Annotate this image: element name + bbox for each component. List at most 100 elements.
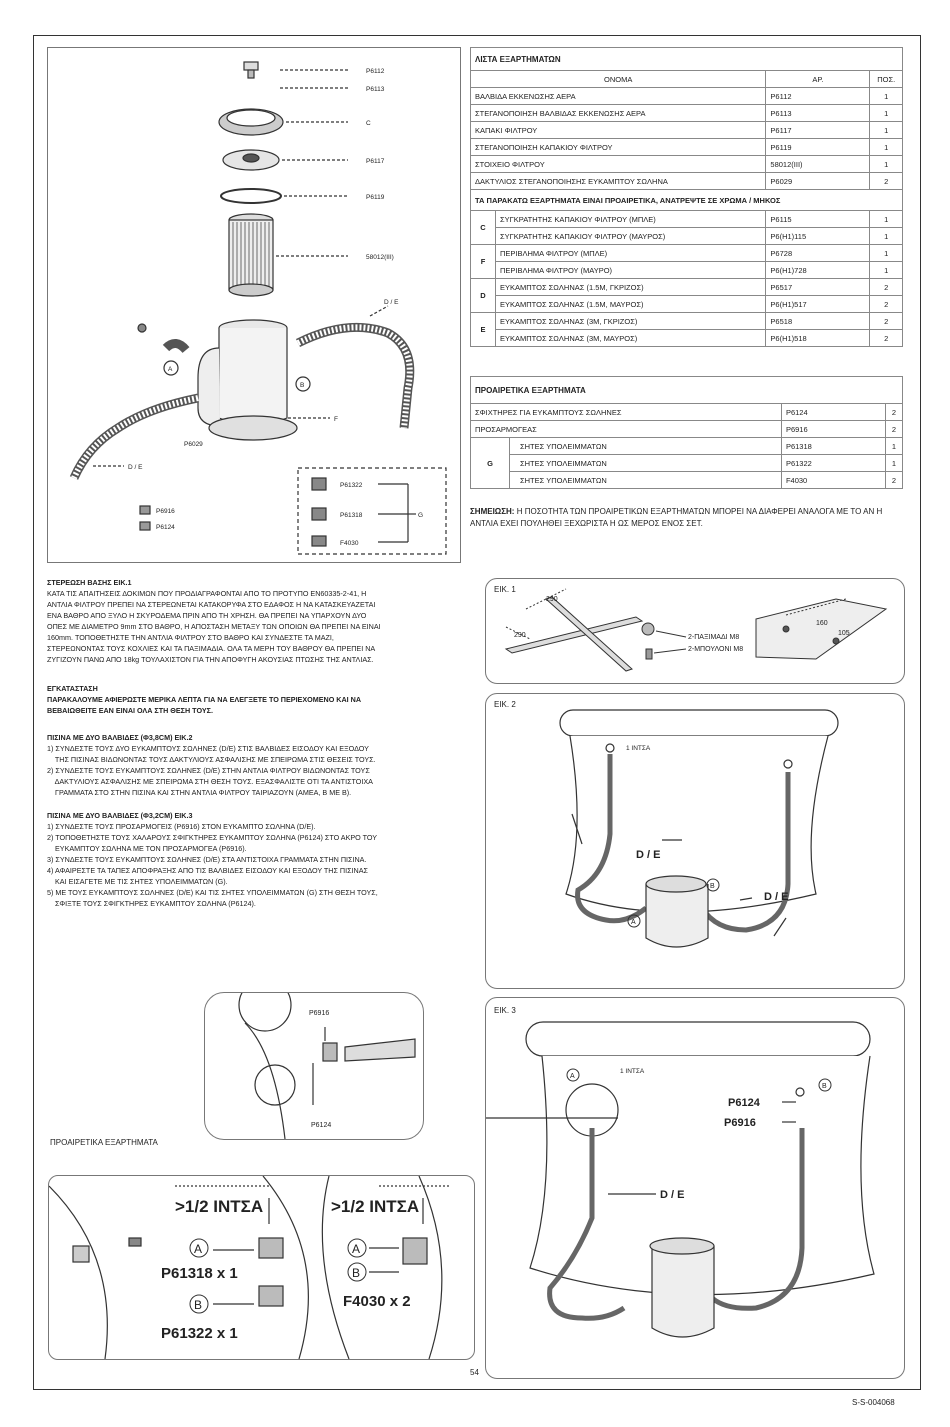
strainer-a-left: A	[194, 1242, 202, 1256]
base-line: ΚΑΤΑ ΤΙΣ ΑΠΑΙΤΗΣΕΙΣ ΔΟΚΙΜΩΝ ΠΟΥ ΠΡΟΔΙΑΓΡ…	[47, 589, 367, 598]
label-a-exploded: A	[168, 366, 173, 373]
label-de-left: D / E	[128, 464, 143, 471]
base-line: ΑΝΤΛΙΑ ΦΙΛΤΡΟΥ ΠΡΕΠΕΙ ΝΑ ΣΤΕΡΕΩΝΕΤΑΙ ΚΑΤ…	[47, 600, 376, 609]
fig3-a: A	[570, 1073, 575, 1080]
strainer-b-left: B	[194, 1298, 202, 1312]
fig2-drawing: 1 ΙΝΤΣΑ D / E D / E A B	[559, 709, 839, 948]
strainer-p61322: P61322 x 1	[161, 1325, 238, 1342]
table-row: ΔΑΚΤΥΛΙΟΣ ΣΤΕΓΑΝΟΠΟΙΗΣΗΣ ΕΥΚΑΜΠΤΟΥ ΣΩΛΗΝ…	[469, 172, 903, 190]
pool38-line: ΔΑΚΤΥΛΙΟΥΣ ΑΣΦΑΛΙΣΗΣ ΜΕ ΣΠΕΙΡΩΜΑ ΣΤΗ ΘΕΣ…	[47, 777, 373, 786]
label-g: G	[418, 512, 423, 519]
base-title: ΣΤΕΡΕΩΣΗ ΒΑΣΗΣ ΕΙΚ.1	[47, 578, 132, 587]
label-de-right: D / E	[384, 299, 399, 306]
col-no-header: ΑΡ.	[765, 70, 871, 88]
pool32-line: 5) ΜΕ ΤΟΥΣ ΕΥΚΑΜΠΤΟΥΣ ΣΩΛΗΝΕΣ (D/E) ΚΑΙ …	[47, 888, 378, 897]
fig1-bolts: 2-ΜΠΟΥΛΟΝΙ M8	[688, 646, 743, 653]
col-name-header: ΟΝΟΜΑ	[469, 70, 767, 88]
fig3-p6916: P6916	[724, 1117, 756, 1129]
label-p6029: P6029	[184, 441, 203, 448]
pool38-line: ΓΡΑΜΜΑΤΑ ΣΤΟ ΣΤΗΝ ΠΙΣΙΝΑ ΚΑΙ ΣΤΗΝ ΑΝΤΛΙΑ…	[47, 788, 352, 797]
optional-parts-title: ΠΡΟΑΙΡΕΤΙΚΑ ΕΞΑΡΤΗΜΑΤΑ	[470, 376, 903, 404]
base-line: ΕΝΑ ΒΑΘΡΟ ΑΠΟ ΞΥΛΟ Η ΣΚΥΡΟΔΕΜΑ ΠΡΙΝ ΑΠΟ …	[47, 611, 367, 620]
fig3-b: B	[822, 1083, 827, 1090]
fig3-drawing: 1 ΙΝΤΣΑ P6124 P6916 D / E A B	[486, 1021, 875, 1338]
fig1-dim-290a: 290	[546, 596, 558, 603]
pool38-line: 2) ΣΥΝΔΕΣΤΕ ΤΟΥΣ ΕΥΚΑΜΠΤΟΥΣ ΣΩΛΗΝΕΣ (D/E…	[47, 766, 370, 775]
fig1-nuts: 2-ΠΑΞΙΜΑΔΙ M8	[688, 634, 739, 641]
pool32-line: 3) ΣΥΝΔΕΣΤΕ ΤΟΥΣ ΕΥΚΑΜΠΤΟΥΣ ΣΩΛΗΝΕΣ (D/E…	[47, 855, 367, 864]
base-line: ΟΠΕΣ ΜΕ ΔΙΑΜΕΤΡΟ 9mm ΣΤΟ ΒΑΘΡΟ, Η ΑΠΟΣΤΑ…	[47, 622, 381, 631]
pool32-line: 4) ΑΦΑΙΡΕΣΤΕ ΤΑ ΤΑΠΕΣ ΑΠΟΦΡΑΞΗΣ ΑΠΟ ΤΙΣ …	[47, 866, 368, 875]
fig1-dim-160: 160	[816, 620, 828, 627]
label-f: F	[334, 416, 338, 423]
exploded-view-panel: P6112 P6113 C P6117 P6119 58012(III) D /…	[47, 47, 461, 563]
instructions: ΣΤΕΡΕΩΣΗ ΒΑΣΗΣ ΕΙΚ.1 ΚΑΤΑ ΤΙΣ ΑΠΑΙΤΗΣΕΙΣ…	[47, 577, 477, 909]
pool38-line: 1) ΣΥΝΔΕΣΤΕ ΤΟΥΣ ΔΥΟ ΕΥΚΑΜΠΤΟΥΣ ΣΩΛΗΝΕΣ …	[47, 744, 369, 753]
fig3-inch: 1 ΙΝΤΣΑ	[620, 1068, 645, 1075]
optional-accessories-title: ΠΡΟΑΙΡΕΤΙΚΑ ΕΞΑΡΤΗΜΑΤΑ	[50, 1138, 158, 1147]
detail-panel: P6916 P6124	[204, 978, 424, 1140]
label-p6119: P6119	[366, 194, 385, 201]
label-filter: 58012(III)	[366, 254, 394, 261]
base-line: 160mm. ΤΟΠΟΘΕΤΗΣΤΕ ΤΗΝ ΑΝΤΛΙΑ ΦΙΛΤΡΟΥ ΣΤ…	[47, 633, 334, 642]
fig3-p6124: P6124	[728, 1097, 761, 1109]
install-line: ΒΕΒΑΙΩΘΕΙΤΕ ΕΑΝ ΕΙΝΑΙ ΟΛΑ ΣΤΗ ΘΕΣΗ ΤΟΥΣ.	[47, 706, 213, 715]
fig2-b: B	[710, 883, 715, 890]
note-block: ΣΗΜΕΙΩΣΗ: Η ΠΟΣΟΤΗΤΑ ΤΩΝ ΠΡΟΑΙΡΕΤΙΚΩΝ ΕΞ…	[470, 506, 910, 530]
strainer-halfinch-right: >1/2 ΙΝΤΣΑ	[331, 1197, 419, 1216]
fig1-dim-105: 105	[838, 630, 850, 637]
strainer-a-right: A	[352, 1242, 360, 1256]
pool32-line: 2) ΤΟΠΟΘΕΤΗΣΤΕ ΤΟΥΣ ΧΑΛΑΡΟΥΣ ΣΦΙΓΚΤΗΡΕΣ …	[47, 833, 378, 842]
fig3-de: D / E	[660, 1189, 684, 1201]
doc-code: S-S-004068	[852, 1398, 895, 1407]
pool38-title: ΠΙΣΙΝΑ ΜΕ ΔΥΟ ΒΑΛΒΙΔΕΣ (Φ3,8CM) ΕΙΚ.2	[47, 733, 193, 742]
fig1-dim-290b: 290	[514, 632, 526, 639]
fig2-inch: 1 ΙΝΤΣΑ	[626, 745, 651, 752]
fig2-a: A	[631, 919, 636, 926]
strainers-panel: >1/2 ΙΝΤΣΑ >1/2 ΙΝΤΣΑ A P61318 x 1 B P61…	[48, 1175, 475, 1360]
base-line: ΣΤΕΡΕΩΝΟΝΤΑΣ ΤΟΥΣ ΚΟΧΛΙΕΣ ΚΑΙ ΤΑ ΠΑΞΙΜΑΔ…	[47, 644, 376, 653]
fig1-drawing: 290 290 160 105 2-ΠΑΞΙΜΑΔΙ M8 2-ΜΠΟΥΛΟΝΙ…	[504, 588, 888, 672]
fig2-panel: ΕΙΚ. 2 1 ΙΝΤΣΑ D / E D / E A B	[485, 693, 905, 989]
label-p61318: P61318	[340, 512, 363, 519]
pool32-line: 1) ΣΥΝΔΕΣΤΕ ΤΟΥΣ ΠΡΟΣΑΡΜΟΓΕΙΣ (P6916) ΣΤ…	[47, 822, 316, 831]
fig3-label: ΕΙΚ. 3	[494, 1006, 516, 1015]
strainer-halfinch-left: >1/2 ΙΝΤΣΑ	[175, 1197, 263, 1216]
exploded-view-drawing: P6112 P6113 C P6117 P6119 58012(III) D /…	[69, 61, 447, 555]
fig1-panel: ΕΙΚ. 1 290 290 160 105 2-ΠΑΞΙΜΑΔΙ M8 2-Μ…	[485, 578, 905, 684]
detail-p6124: P6124	[311, 1122, 331, 1129]
pool32-line: ΕΥΚΑΜΠΤΟΥ ΣΩΛΗΝΑ ΜΕ ΤΟΝ ΠΡΟΣΑΡΜΟΓΕΑ (P69…	[47, 844, 247, 853]
pool32-line: ΚΑΙ ΕΙΣΑΓΕΤΕ ΜΕ ΤΙΣ ΣΗΤΕΣ ΥΠΟΛΕΙΜΜΑΤΩΝ (…	[47, 877, 228, 886]
strainer-b-right: B	[352, 1266, 360, 1280]
label-p6124: P6124	[156, 524, 175, 531]
parts-list-table: ΛΙΣΤΑ ΕΞΑΡΤΗΜΑΤΩΝ ΟΝΟΜΑ ΑΡ. ΠΟΣ. ΒΑΛΒΙΔΑ…	[469, 47, 903, 347]
label-p6117: P6117	[366, 158, 385, 165]
note-text: Η ΠΟΣΟΤΗΤΑ ΤΩΝ ΠΡΟΑΙΡΕΤΙΚΩΝ ΕΞΑΡΤΗΜΑΤΩΝ …	[470, 507, 883, 528]
strainer-p61318: P61318 x 1	[161, 1265, 238, 1282]
pool32-title: ΠΙΣΙΝΑ ΜΕ ΔΥΟ ΒΑΛΒΙΔΕΣ (Φ3,2CM) ΕΙΚ.3	[47, 811, 193, 820]
strainers-drawing: >1/2 ΙΝΤΣΑ >1/2 ΙΝΤΣΑ A P61318 x 1 B P61…	[48, 1175, 449, 1360]
label-f4030: F4030	[340, 540, 359, 547]
optional-note-row: ΤΑ ΠΑΡΑΚΑΤΩ ΕΞΑΡΤΗΜΑΤΑ ΕΙΝΑΙ ΠΡΟΑΙΡΕΤΙΚΑ…	[470, 189, 903, 211]
label-c: C	[366, 120, 371, 127]
table-row: ΕΥΚΑΜΠΤΟΣ ΣΩΛΗΝΑΣ (1.5M, ΜΑΥΡΟΣ)P6(H1)51…	[471, 295, 903, 313]
fig2-de2: D / E	[764, 891, 788, 903]
parts-list-panel: ΛΙΣΤΑ ΕΞΑΡΤΗΜΑΤΩΝ ΟΝΟΜΑ ΑΡ. ΠΟΣ. ΒΑΛΒΙΔΑ…	[469, 47, 904, 367]
optional-parts-table: ΠΡΟΑΙΡΕΤΙΚΑ ΕΞΑΡΤΗΜΑΤΑ ΣΦΙΧΤΗΡΕΣ ΓΙΑ ΕΥΚ…	[470, 376, 904, 489]
label-p61322: P61322	[340, 482, 363, 489]
page-number: 54	[470, 1368, 479, 1377]
install-title: ΕΓΚΑΤΑΣΤΑΣΗ	[47, 684, 98, 693]
